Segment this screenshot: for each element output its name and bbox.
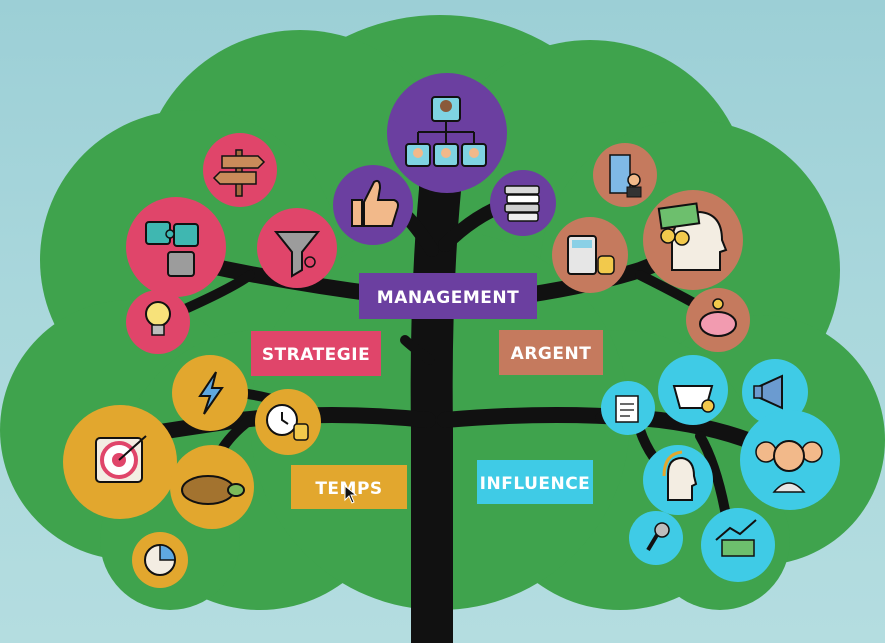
label-influence[interactable]: INFLUENCE (477, 460, 593, 504)
document-pen-icon[interactable] (601, 381, 655, 435)
shopping-basket-icon[interactable] (658, 355, 728, 425)
label-temps[interactable]: TEMPS (291, 465, 407, 509)
thumbs-up-icon[interactable] (333, 165, 413, 245)
label-strategie[interactable]: STRATEGIE (251, 331, 381, 376)
calculator-coins-icon[interactable] (552, 217, 628, 293)
target-icon[interactable] (63, 405, 177, 519)
label-argent-text: ARGENT (511, 344, 592, 364)
money-growth-icon[interactable] (701, 508, 775, 582)
signpost-icon[interactable] (203, 133, 277, 207)
label-management-text: MANAGEMENT (377, 288, 519, 308)
lightbulb-icon[interactable] (126, 290, 190, 354)
label-influence-text: INFLUENCE (480, 474, 591, 494)
people-group-icon[interactable] (740, 410, 840, 510)
lightning-icon[interactable] (172, 355, 248, 431)
mouse-cursor-icon (344, 484, 358, 504)
megaphone-icon[interactable] (742, 359, 808, 425)
headset-icon[interactable] (643, 445, 713, 515)
puzzle-icon[interactable] (126, 197, 226, 297)
label-strategie-text: STRATEGIE (262, 345, 370, 365)
strategie-icons (126, 133, 337, 354)
money-head-icon[interactable] (643, 190, 743, 290)
management-icons (333, 73, 556, 245)
alarm-clock-icon[interactable] (255, 389, 321, 455)
org-chart-icon[interactable] (387, 73, 507, 193)
office-building-icon[interactable] (593, 143, 657, 207)
books-icon[interactable] (490, 170, 556, 236)
microphone-icon[interactable] (629, 511, 683, 565)
pie-chart-icon[interactable] (132, 532, 188, 588)
label-argent[interactable]: ARGENT (499, 330, 603, 375)
piggy-bank-icon[interactable] (686, 288, 750, 352)
label-management[interactable]: MANAGEMENT (359, 273, 537, 319)
argent-icons (552, 143, 750, 352)
turtle-icon[interactable] (170, 445, 254, 529)
influence-icons (601, 355, 840, 582)
temps-icons (63, 355, 321, 588)
funnel-icon[interactable] (257, 208, 337, 288)
